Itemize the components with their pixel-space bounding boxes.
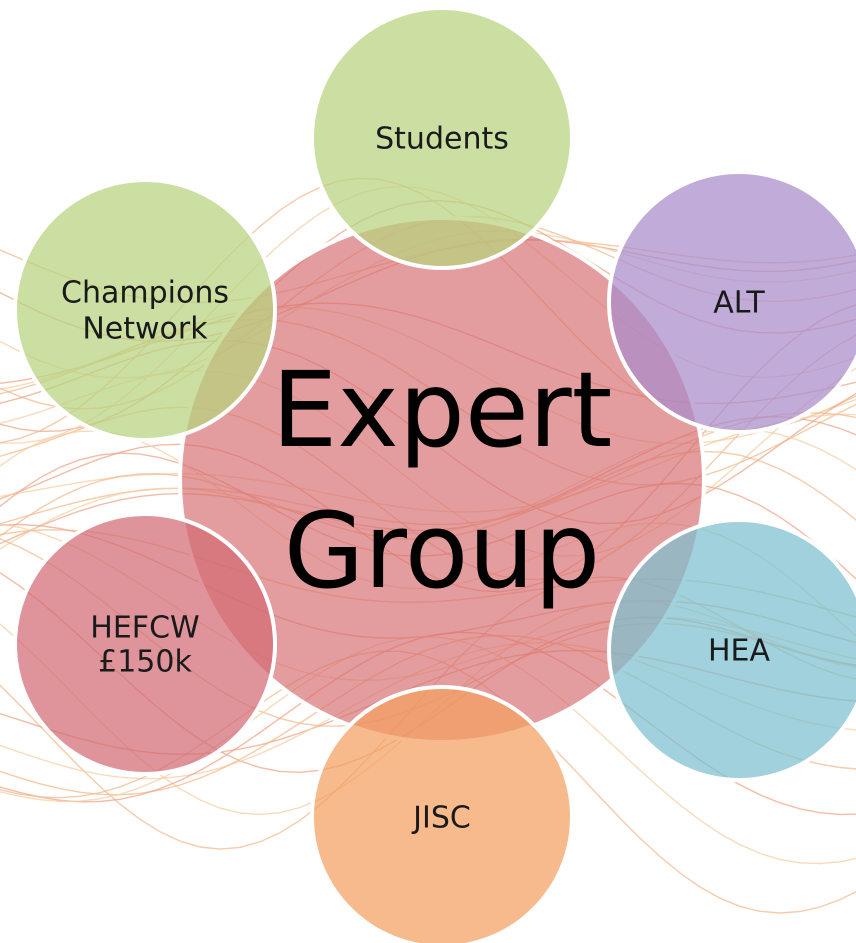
champions-label: Champions xyxy=(61,276,229,311)
alt-circle xyxy=(607,170,856,434)
hea-label: HEA xyxy=(708,634,771,669)
expert-group-label-line2: Group xyxy=(284,490,601,612)
alt-label: ALT xyxy=(713,286,765,321)
hea-circle xyxy=(607,518,856,782)
jisc-label: JISC xyxy=(411,801,471,836)
students-circle xyxy=(310,6,574,270)
hefcw-label: £150k xyxy=(98,645,192,680)
expert-group-hub: Expert Group xyxy=(178,216,706,744)
satellite-hea: HEA xyxy=(607,518,856,782)
champions-label: Network xyxy=(82,312,208,347)
hefcw-label: HEFCW xyxy=(90,611,199,646)
satellite-alt: ALT xyxy=(607,170,856,434)
champions-circle xyxy=(13,178,277,442)
students-label: Students xyxy=(375,122,509,157)
satellite-jisc: JISC xyxy=(310,685,574,943)
jisc-circle xyxy=(310,685,574,943)
satellite-students: Students xyxy=(310,6,574,270)
satellite-hefcw: HEFCW£150k xyxy=(13,512,277,776)
hefcw-circle xyxy=(13,512,277,776)
expert-group-label-line1: Expert xyxy=(272,349,613,471)
